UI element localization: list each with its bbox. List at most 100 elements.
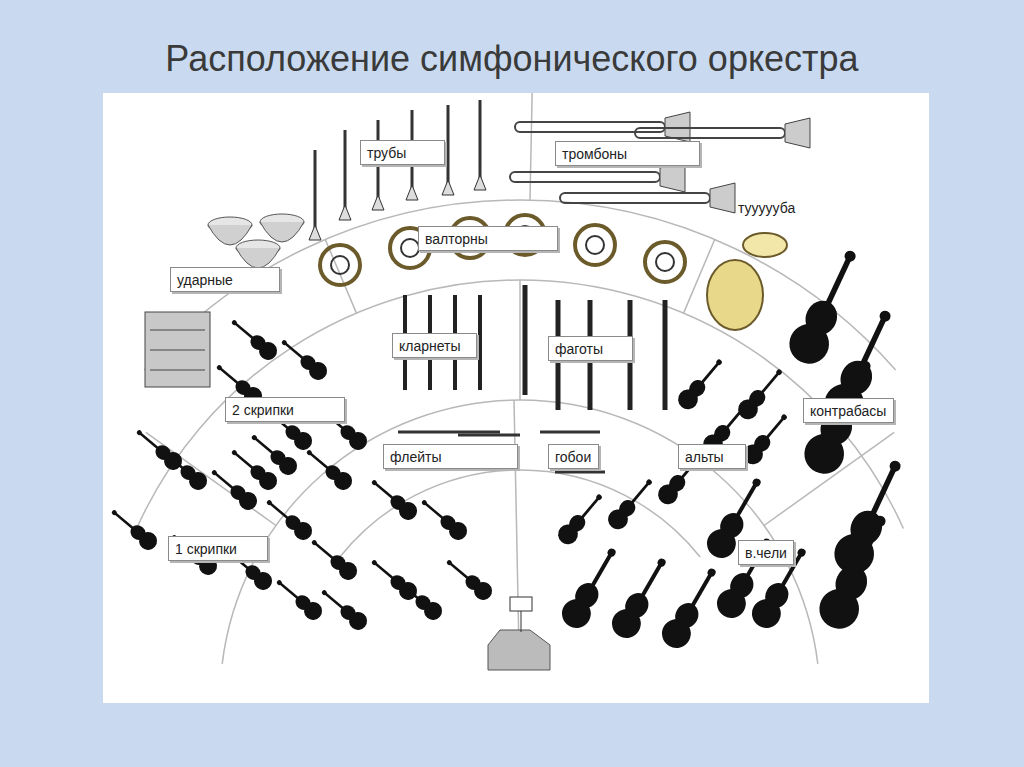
string-instrument [828,453,915,580]
section-label-box: ударные [170,267,280,292]
french-horn [645,242,685,282]
section-name: в.чели [745,545,787,561]
section-name: флейты [390,449,441,465]
trumpet [314,150,317,230]
section-name: фаготы [555,341,603,357]
woodwind [555,471,605,474]
trombone [560,193,710,203]
section-name: валторны [425,231,488,247]
section-name: 1 скрипки [175,541,237,557]
section-label-box: гобои [548,444,599,469]
string-instrument [307,534,361,583]
horn-coil [401,239,419,257]
string-instrument [227,444,281,493]
trumpet [479,100,482,180]
conductor-podium [488,630,550,670]
string-instrument [107,504,161,553]
section-label-box: контрабасы [803,398,894,423]
trumpet [447,105,450,185]
string-instrument [417,494,471,543]
string-instrument [132,424,186,473]
woodwind [398,431,500,434]
section-label-box: кларнеты [392,333,477,358]
instrument-drawing [107,93,916,670]
section-label-box: альты [678,444,746,469]
french-horn [575,225,615,265]
horn-coil [656,253,674,271]
trumpet [344,130,347,210]
trombone-bell [785,118,810,148]
section-name: трубы [367,145,406,161]
stand-pole [521,611,522,632]
section-divider [530,93,533,200]
string-instrument [277,334,331,383]
string-instrument [302,444,356,493]
string-instrument [367,474,421,523]
white-panel [103,93,929,703]
section-label-box: 2 скрипки [225,397,345,422]
section-label-box: валторны [418,226,558,251]
section-name: ударные [177,272,233,288]
bassoon [663,300,668,410]
section-name: контрабасы [810,403,886,419]
case-shelf [150,330,205,331]
string-instrument [367,554,421,603]
string-instrument [272,574,326,623]
trumpet-bell [372,195,384,210]
slide-title: Расположение симфонического оркестра [0,38,1024,80]
string-instrument [734,364,788,423]
string-instrument [798,353,885,480]
horn-coil [586,236,604,254]
trombone [510,172,660,182]
string-instrument [392,574,446,623]
tuba [707,260,763,330]
section-label-box: фаготы [548,336,633,361]
section-outline [137,280,904,528]
trumpet-bell [339,205,351,220]
section-name: альты [685,449,724,465]
section-divider [519,280,521,400]
string-instrument [783,243,870,370]
woodwind [458,434,520,437]
string-instrument [442,554,496,603]
section-name: туууууба [738,200,795,216]
string-instrument [739,409,793,468]
string-instrument [227,314,281,363]
percussion-case [145,312,210,387]
bassoon [523,285,528,395]
trumpet-bell [474,175,486,190]
section-label-box: флейты [383,444,518,469]
tuba-bell [743,233,787,257]
trumpet-bell [309,225,321,240]
timpani-bowl [260,222,304,242]
section-label-box: 1 скрипки [168,536,268,561]
french-horn [320,245,360,285]
string-instrument [262,494,316,543]
section-outline [340,470,700,557]
timpani-bowl [236,248,280,268]
string-instrument [554,489,608,548]
horn-coil [331,256,349,274]
section-name: тромбоны [562,146,627,162]
section-name: гобои [555,449,591,465]
section-label-box: трубы [360,140,445,165]
string-instrument [317,584,371,633]
music-stand [510,597,532,611]
trumpet-bell [406,185,418,200]
string-instrument [674,354,728,413]
section-label-box: тромбоны [555,141,700,166]
trombone [635,128,785,138]
section-name: 2 скрипки [232,402,294,418]
trombone-bell [710,183,735,213]
woodwind [540,431,600,434]
trombone-bell [660,162,685,192]
string-instrument [604,474,658,533]
section-label-box: в.чели [738,540,794,565]
string-instrument [813,508,900,635]
section-divider [146,432,276,525]
case-shelf [150,370,205,371]
trumpet-bell [442,180,454,195]
section-name: кларнеты [399,338,461,354]
